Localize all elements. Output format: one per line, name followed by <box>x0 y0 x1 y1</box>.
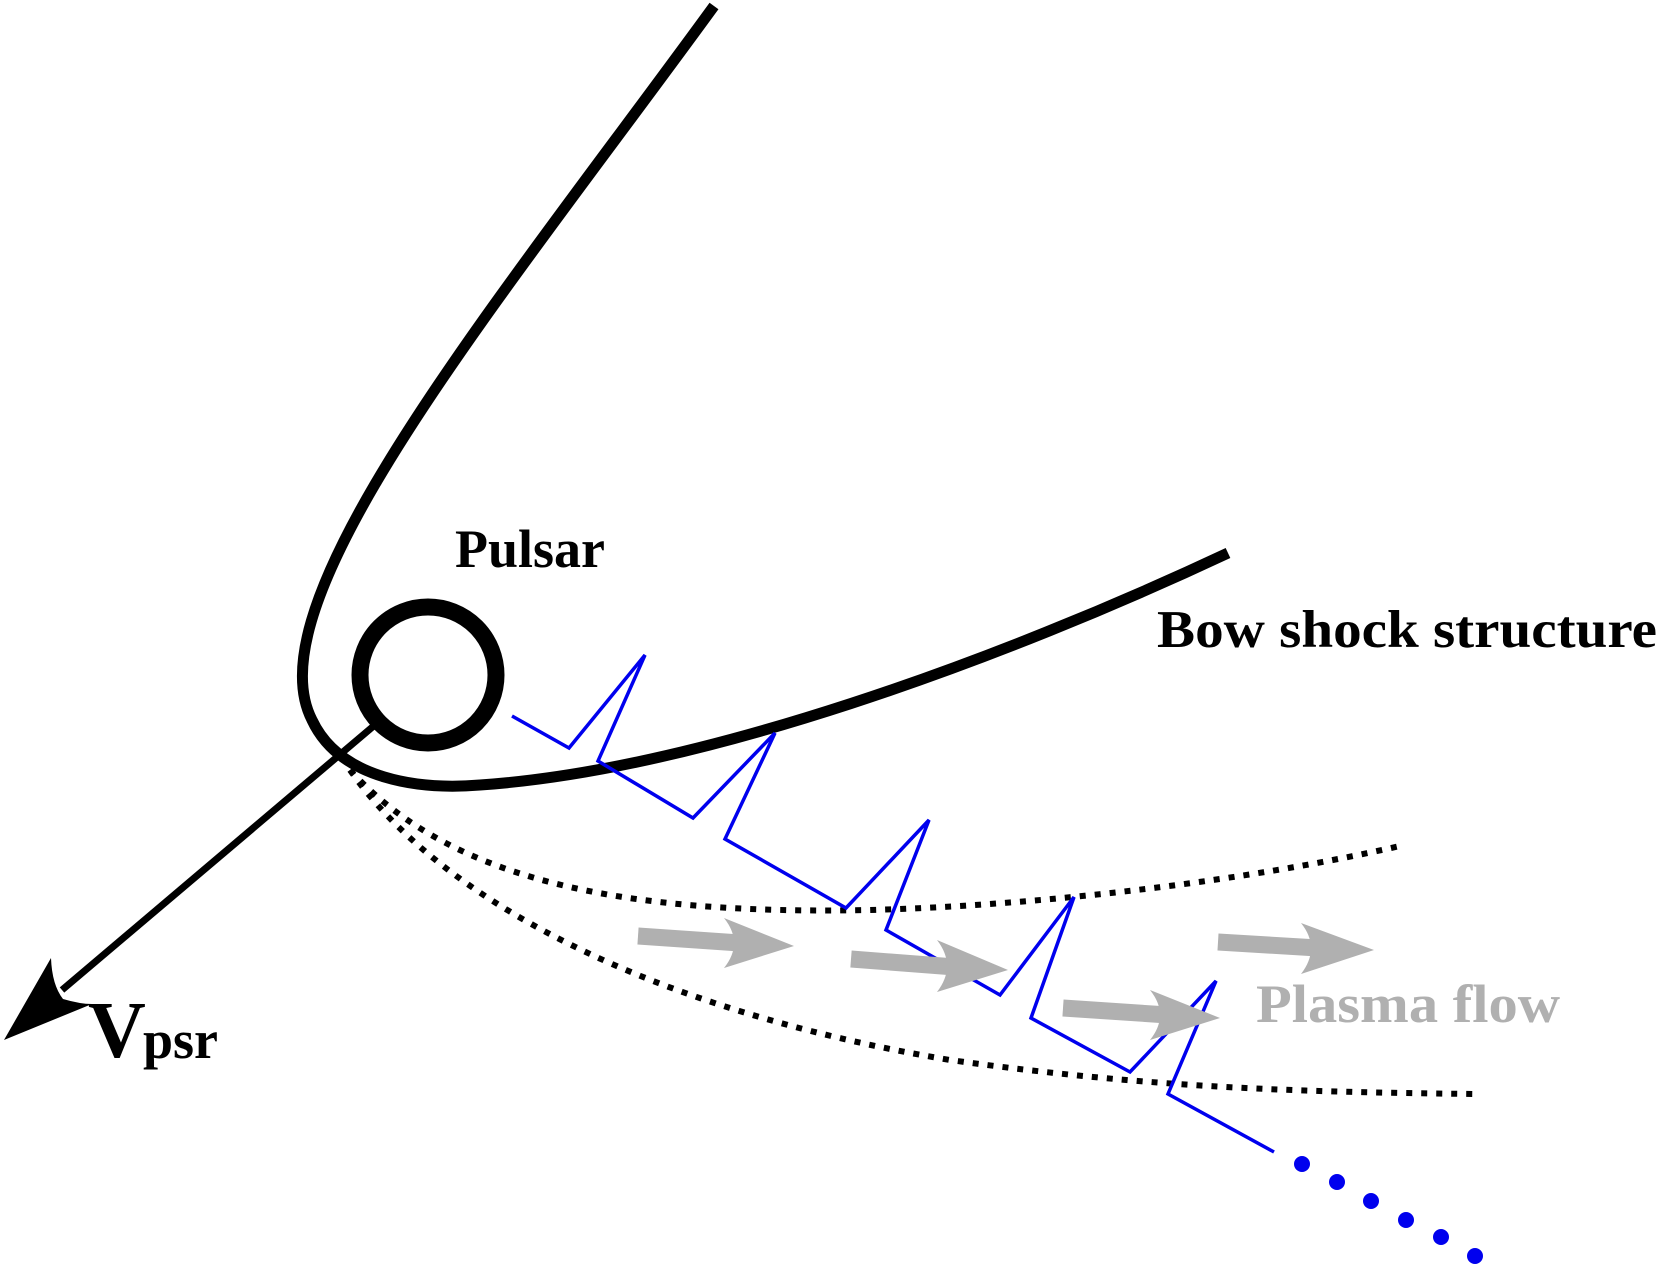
pulsar-label: Pulsar <box>455 519 605 579</box>
particle-path <box>511 653 1275 1154</box>
velocity-arrow <box>4 721 379 1040</box>
plasma-flow-label: Plasma flow <box>1256 974 1560 1034</box>
velocity-label-main: V <box>88 987 146 1075</box>
velocity-label-subscript: psr <box>143 1010 218 1070</box>
particle-dot <box>1433 1229 1449 1245</box>
pulsar-circle <box>351 598 505 752</box>
flow-boundary-upper <box>347 767 1401 914</box>
plasma-flow-arrow <box>1062 990 1220 1040</box>
particle-dot <box>1398 1212 1414 1228</box>
particle-dot <box>1363 1193 1379 1209</box>
plasma-flow-arrows <box>637 918 1374 1040</box>
particle-dot <box>1294 1156 1310 1172</box>
flow-boundary-lower <box>347 768 1476 1097</box>
plasma-flow-arrow <box>1217 923 1374 974</box>
velocity-arrow-shaft <box>59 721 379 993</box>
plasma-flow-arrow <box>637 918 794 968</box>
velocity-arrow-head <box>4 958 92 1040</box>
bow-shock-label: Bow shock structure <box>1157 601 1657 659</box>
particle-dot <box>1329 1174 1345 1190</box>
particle-continuation-dots <box>1294 1156 1483 1264</box>
particle-dot <box>1467 1248 1483 1264</box>
plasma-flow-arrow <box>850 940 1008 992</box>
bow-shock-curve <box>296 2 1231 792</box>
